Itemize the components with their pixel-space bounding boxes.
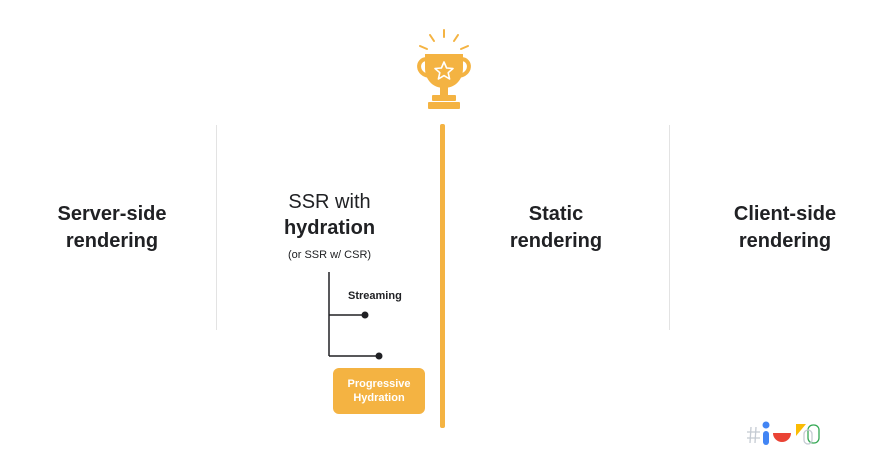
- divider-left: [216, 125, 217, 330]
- hydration-label: hydration: [283, 217, 376, 239]
- center-highlight-bar: [440, 124, 445, 428]
- server-side-rendering-label: Server-side rendering: [57, 203, 167, 252]
- streaming-label: Streaming: [348, 290, 402, 302]
- client-side-rendering-label: Client-side rendering: [733, 203, 837, 252]
- ssr-with-label: SSR with: [288, 191, 371, 213]
- static-rendering-label: Static rendering: [509, 203, 603, 252]
- ssr-csr-note: (or SSR w/ CSR): [287, 249, 372, 261]
- branch-connector: [328, 272, 383, 360]
- divider-right: [669, 125, 670, 330]
- io-logo-icon: [747, 421, 820, 445]
- progressive-hydration-badge: Progressive Hydration: [333, 368, 425, 414]
- trophy-icon: [417, 29, 471, 109]
